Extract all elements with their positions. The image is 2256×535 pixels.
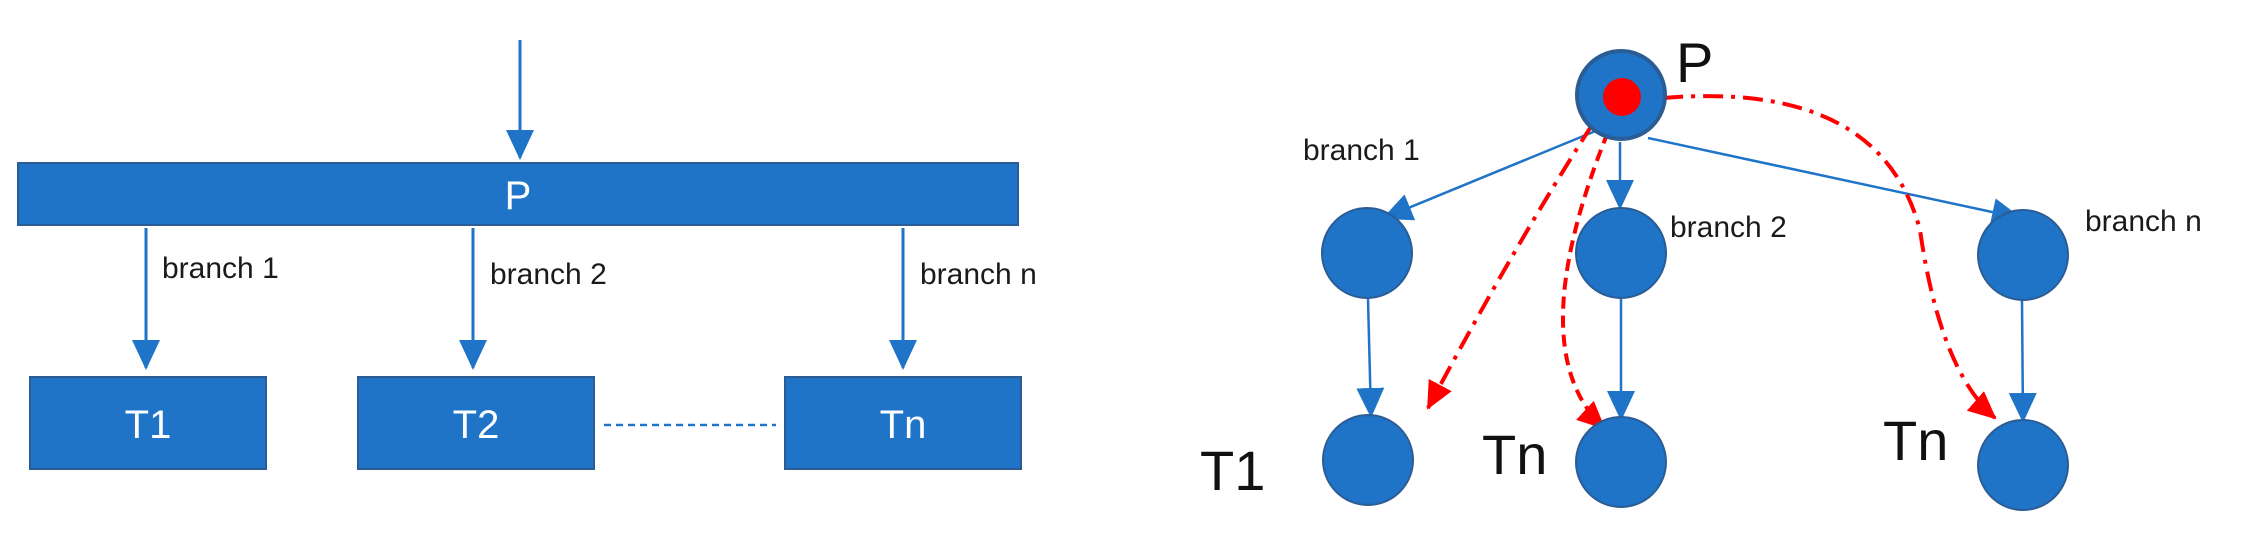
task-box-t1 [29,376,267,470]
branch-2-node [1575,207,1667,299]
leaf-t1-label: T1 [1200,439,1265,502]
task-box-tn-label: Tn [880,403,927,447]
edge-branch-1-leaf [1356,298,1385,418]
edge-root-branch-n [1647,136,2022,226]
branch-2-label: branch 2 [490,258,607,291]
leaf-tn-right-node [1977,419,2069,511]
root-node-label: P [1676,31,1713,94]
root-node-marker [1603,78,1641,116]
process-bar [17,162,1019,226]
trace-to-tn-right [1662,94,1997,420]
leaf-t1-node [1322,414,1414,506]
edge-branch-n-leaf [2008,300,2037,423]
right-branch-n-label: branch n [2085,205,2202,238]
right-branch-2-label: branch 2 [1670,211,1787,244]
task-box-t1-label: T1 [125,403,172,447]
task-box-t2-label: T2 [453,403,500,447]
right-diagram: P branch 1 branch 2 branch n T1 Tn Tn [1200,31,2202,511]
process-bar-label: P [505,174,532,218]
right-branch-1-label: branch 1 [1303,134,1420,167]
left-diagram: P branch 1 branch 2 branch n T1 T2 Tn [17,40,1037,470]
branch-1-node [1321,207,1413,299]
task-box-tn [784,376,1022,470]
trace-to-tn-middle [1561,131,1610,430]
branch-1-label: branch 1 [162,252,279,285]
leaf-tn-right-label: Tn [1883,409,1948,472]
task-box-t2 [357,376,595,470]
branch-n-label: branch n [920,258,1037,291]
leaf-tn-middle-label: Tn [1482,423,1547,486]
leaf-tn-middle-node [1575,416,1667,508]
branch-n-node [1977,209,2069,301]
edge-root-branch-1 [1382,128,1599,221]
